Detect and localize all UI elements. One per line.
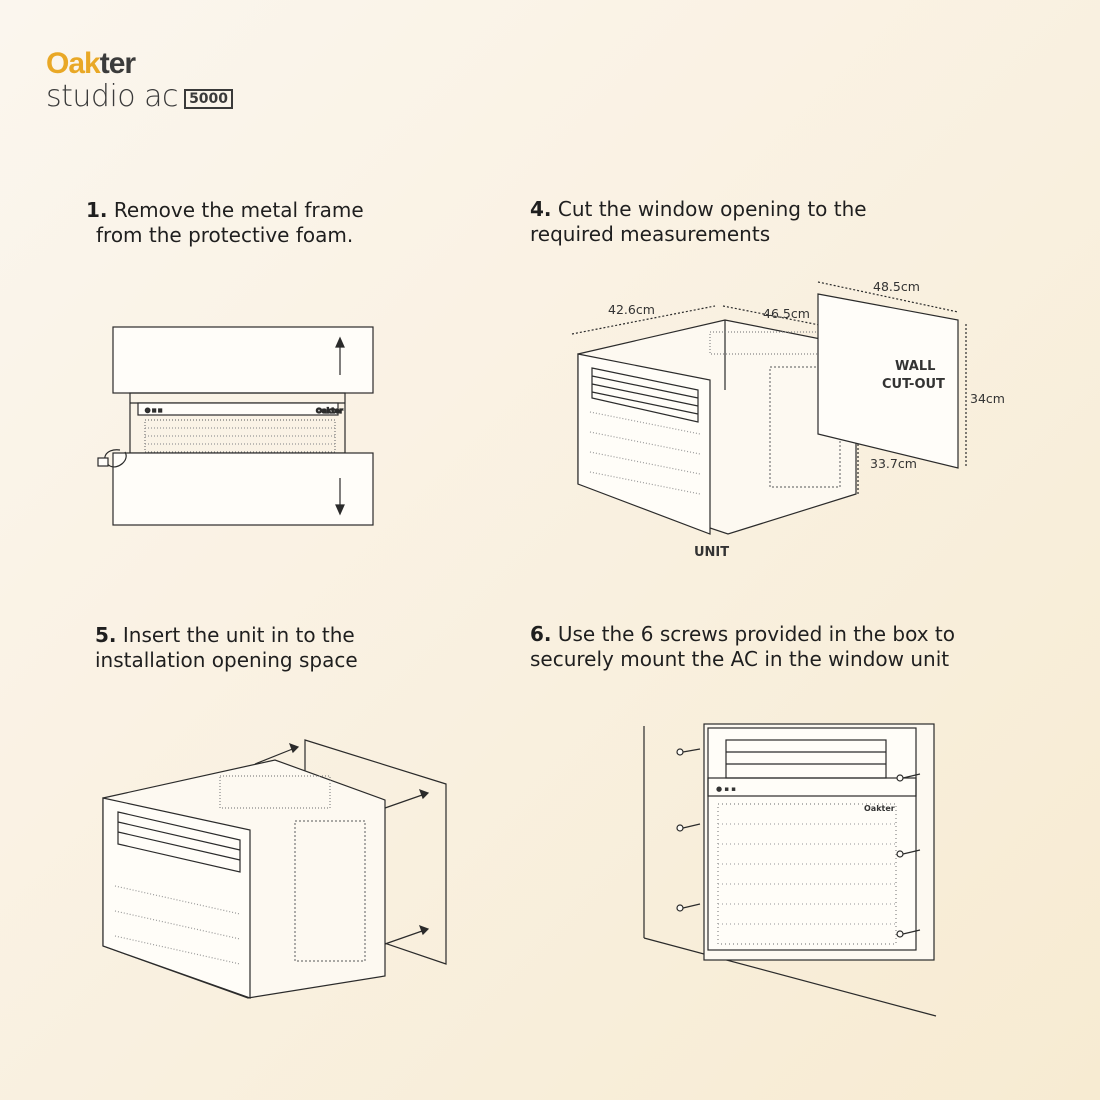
step-6-caption: 6. Use the 6 screws provided in the box … [530,622,955,672]
arrow-right-icon [384,793,426,809]
arrow-right-icon [384,929,426,945]
front-grille [717,803,897,945]
model-text: studio ac [46,79,179,114]
cutout-label-line1: WALL [895,359,935,374]
screw-icon [896,773,921,782]
step-5-number: 5. [95,623,117,647]
side-vents [294,820,366,962]
brand-name-part2: ter [99,47,136,80]
wall-cutout-outline [817,293,959,469]
unit-depth-label: 46.5cm [763,306,810,321]
unit-width-label: 42.6cm [608,302,655,317]
step-6-number: 6. [530,622,552,646]
figure-insert-unit [102,739,447,999]
arrow-up-icon [335,336,345,348]
ac-louvers [117,811,241,873]
step-1-caption: 1. Remove the metal frame from the prote… [86,198,364,248]
figure-frame-removal: ● ▪ ▪ Oakter [97,326,374,526]
svg-text:Oakter: Oakter [316,407,343,415]
foam-top-piece [112,326,374,394]
ac-front-panel [707,727,917,951]
svg-text:Oakter: Oakter [864,804,895,813]
brand-name: Oakter [46,48,233,80]
step-4-line2: required measurements [530,222,771,246]
foam-bottom-piece [112,452,374,526]
svg-text:● ▪ ▪: ● ▪ ▪ [145,407,162,414]
step-4-line1: Cut the window opening to the [557,197,867,221]
step-4-caption: 4. Cut the window opening to the require… [530,197,867,247]
cutout-width-label: 48.5cm [873,279,920,294]
cutout-height-label: 34cm [970,391,1005,406]
screw-icon [676,823,701,832]
screw-icon [676,903,701,912]
figure-cut-measurements: 42.6cm 46.5cm 33.7cm 48.5cm 34cm WALL CU… [571,279,1005,560]
screw-icon [896,849,921,858]
power-cord-icon [104,449,127,468]
svg-text:● ▪ ▪: ● ▪ ▪ [716,785,736,793]
screw-icon [676,748,701,756]
ac-louvers [591,367,699,423]
unit-label: UNIT [694,545,729,560]
screw-icon [896,929,921,938]
step-1-line1: Remove the metal frame [113,198,364,222]
arrow-down-icon [335,504,345,516]
figure-mount-screws: ● ▪ ▪ Oakter [643,723,937,1017]
arrow-right-icon [254,747,296,765]
cutout-label-line2: CUT-OUT [882,377,945,392]
step-5-caption: 5. Insert the unit in to the installatio… [95,623,358,673]
unit-height-label: 33.7cm [870,456,917,471]
model-number-badge: 5000 [184,89,234,109]
brand-name-part1: Oak [46,47,101,80]
step-6-line2: securely mount the AC in the window unit [530,647,950,671]
step-6-line1: Use the 6 screws provided in the box to [557,622,956,646]
step-5-line1: Insert the unit in to the [122,623,355,647]
step-1-number: 1. [86,198,108,222]
step-4-number: 4. [530,197,552,221]
step-1-line2: from the protective foam. [96,223,354,247]
metal-frame [129,392,346,454]
step-5-line2: installation opening space [95,648,358,672]
